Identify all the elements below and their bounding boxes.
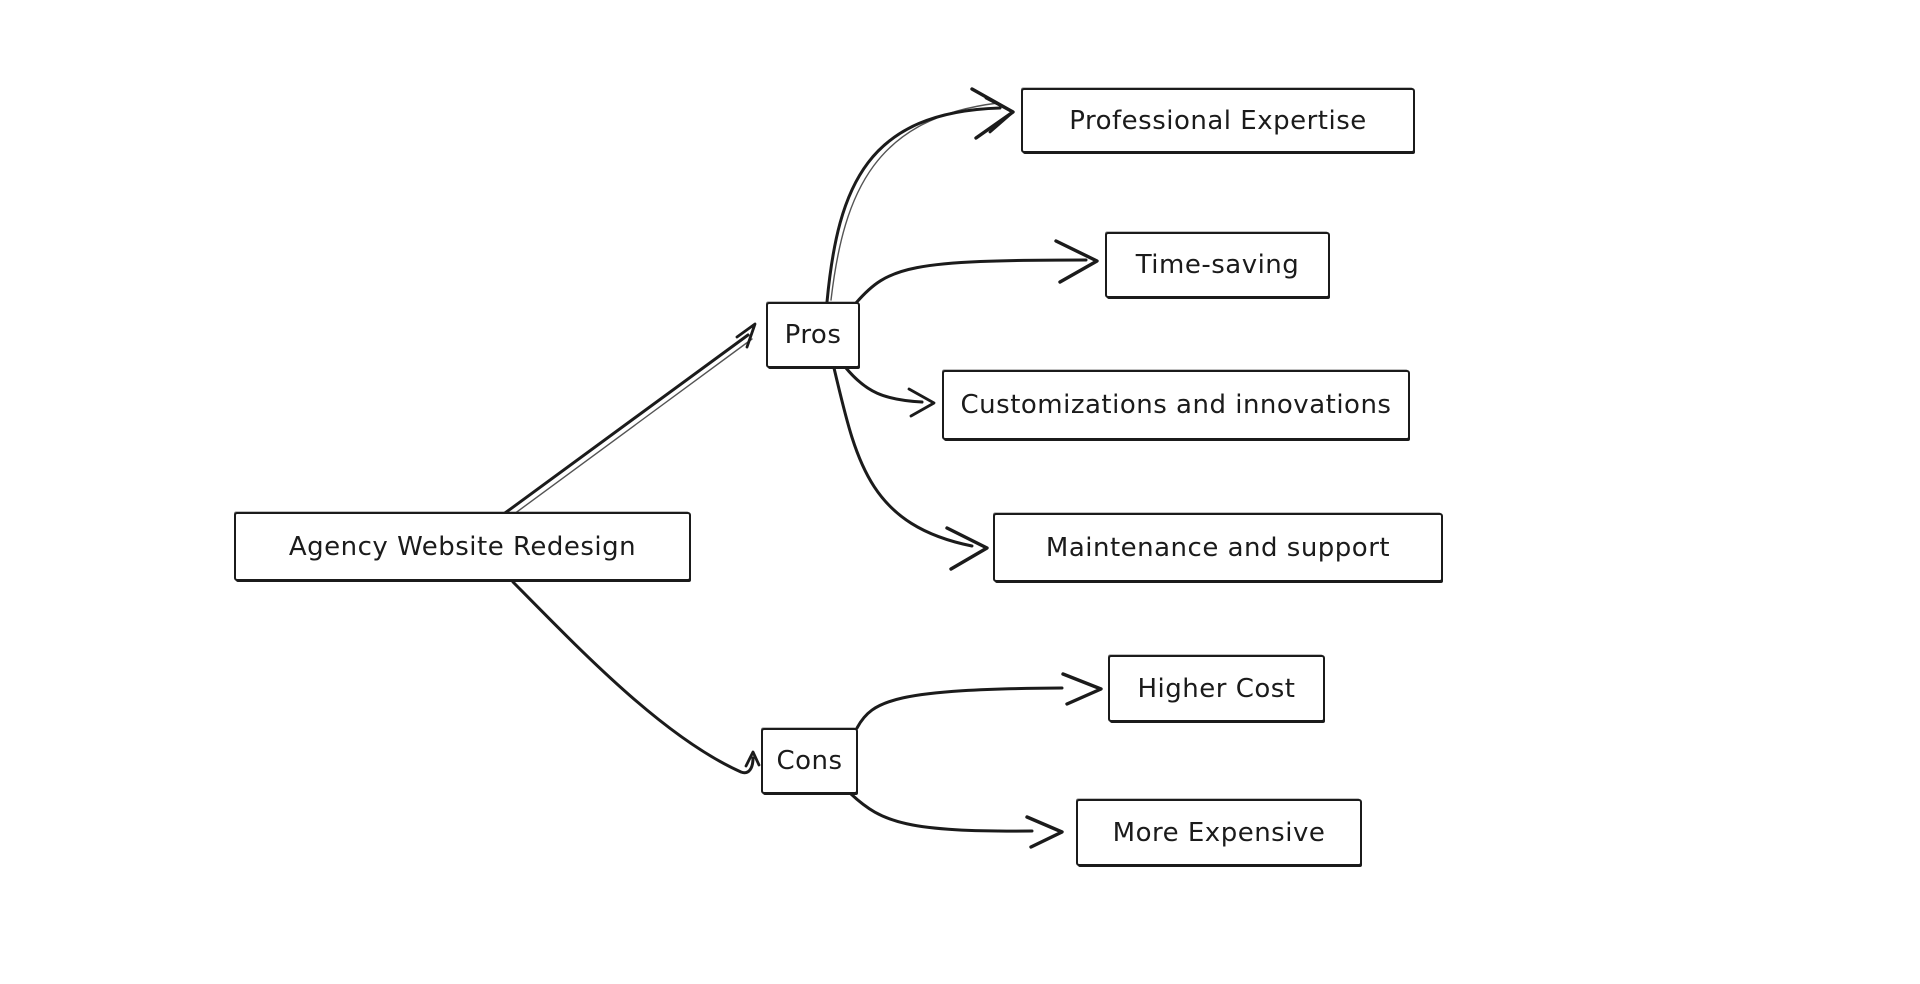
edge-cons-higher-cost[interactable] xyxy=(855,672,1103,730)
edge-root-cons[interactable] xyxy=(511,580,761,775)
edge-pros-time-saving[interactable] xyxy=(854,239,1099,305)
node-higher-cost[interactable]: Higher Cost xyxy=(1108,655,1325,722)
node-agency-website-redesign[interactable]: Agency Website Redesign xyxy=(234,512,691,581)
node-professional-expertise[interactable]: Professional Expertise xyxy=(1021,88,1415,153)
node-time-saving[interactable]: Time-saving xyxy=(1105,232,1330,298)
node-pros[interactable]: Pros xyxy=(766,302,860,368)
edge-pros-professional-expertise[interactable] xyxy=(825,87,1015,304)
node-maintenance-and-support[interactable]: Maintenance and support xyxy=(993,513,1443,582)
edge-pros-customizations[interactable] xyxy=(844,366,936,418)
node-label-agency-website-redesign: Agency Website Redesign xyxy=(288,531,637,562)
node-label-cons: Cons xyxy=(776,746,843,776)
node-label-customizations-and-innovations: Customizations and innovations xyxy=(960,390,1392,420)
edge-root-pros[interactable] xyxy=(503,322,757,518)
node-label-pros: Pros xyxy=(784,320,842,350)
node-more-expensive[interactable]: More Expensive xyxy=(1076,799,1362,866)
node-label-professional-expertise: Professional Expertise xyxy=(1069,105,1367,136)
node-customizations-and-innovations[interactable]: Customizations and innovations xyxy=(942,370,1410,440)
edge-cons-more-expensive[interactable] xyxy=(849,792,1064,849)
node-label-more-expensive: More Expensive xyxy=(1112,817,1326,848)
node-cons[interactable]: Cons xyxy=(761,728,858,794)
edge-pros-maintenance[interactable] xyxy=(832,366,989,571)
node-label-higher-cost: Higher Cost xyxy=(1137,673,1296,704)
node-label-maintenance-and-support: Maintenance and support xyxy=(1045,532,1391,563)
node-label-time-saving: Time-saving xyxy=(1135,250,1300,280)
